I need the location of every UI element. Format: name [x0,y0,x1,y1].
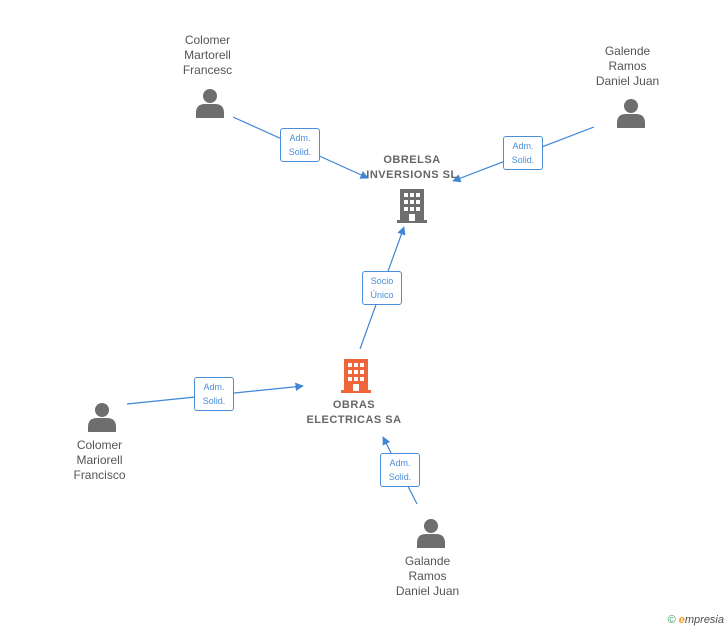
label-line: Daniel Juan [595,74,660,88]
label-line: Martorell [184,48,231,62]
label-line: Daniel Juan [395,584,460,598]
label-line: OBRAS [332,399,376,411]
relation-badge-socio-unico[interactable]: Socio Único [362,271,402,305]
label-line: Galende [604,44,651,58]
label-line: Francesc [182,63,233,77]
person-label-colomer-francesc[interactable]: Colomer Martorell Francesc [150,33,265,78]
relation-line: Adm. [203,382,225,392]
brand-name-rest: mpresia [684,614,724,626]
label-line: INVERSIONS SL [366,169,458,181]
footer-brand[interactable]: © empresia [668,614,724,626]
label-line: Mariorell [76,453,123,467]
relation-line: Solid. [288,147,312,157]
label-line: Colomer [76,438,123,452]
label-line: Ramos [608,59,647,73]
relation-line: Único [370,290,394,300]
relation-line: Solid. [388,472,412,482]
person-icon [417,519,445,548]
relation-badge-adm-solid[interactable]: Adm. Solid. [194,377,234,411]
copyright-symbol: © [667,614,676,626]
person-icon [196,89,224,118]
relation-badge-adm-solid[interactable]: Adm. Solid. [280,128,320,162]
relation-line: Adm. [512,141,534,151]
person-label-colomer-francisco[interactable]: Colomer Mariorell Francisco [42,438,157,483]
relation-line: Solid. [511,155,535,165]
label-line: Ramos [408,569,447,583]
person-icon [617,99,645,128]
label-line: Galande [404,554,451,568]
person-label-galande-ramos[interactable]: Galande Ramos Daniel Juan [370,554,485,599]
relation-badge-adm-solid[interactable]: Adm. Solid. [380,453,420,487]
person-label-galende-ramos[interactable]: Galende Ramos Daniel Juan [570,44,685,89]
label-line: Francisco [73,468,126,482]
relation-line: Solid. [202,396,226,406]
brand-name: empresia [679,614,724,626]
person-icon [88,403,116,432]
relation-line: Adm. [389,458,411,468]
label-line: Colomer [184,33,231,47]
label-line: OBRELSA [383,154,441,166]
relation-line: Adm. [289,133,311,143]
company-label-obrelsa[interactable]: OBRELSA INVERSIONS SL [352,153,472,183]
relation-badge-adm-solid[interactable]: Adm. Solid. [503,136,543,170]
building-icon [341,359,371,393]
relation-line: Socio [370,276,394,286]
company-label-obras-electricas[interactable]: OBRAS ELECTRICAS SA [294,398,414,428]
building-icon [397,189,427,223]
brand-logo-letter: e [678,614,685,626]
label-line: ELECTRICAS SA [306,414,402,426]
